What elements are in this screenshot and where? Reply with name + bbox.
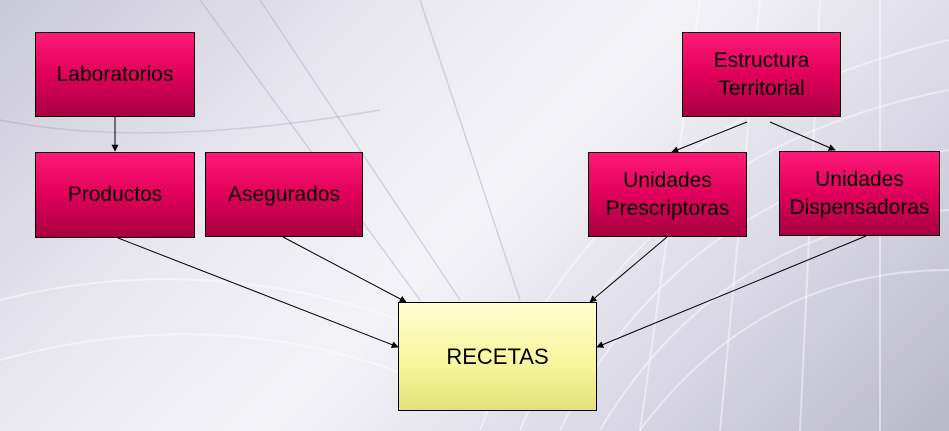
node-unidades-prescriptoras: Unidades Prescriptoras bbox=[588, 152, 747, 237]
node-productos: Productos bbox=[35, 152, 195, 238]
node-unidades-dispensadoras: Unidades Dispensadoras bbox=[779, 151, 940, 236]
node-estructura-territorial: Estructura Territorial bbox=[682, 32, 841, 117]
node-laboratorios: Laboratorios bbox=[35, 32, 195, 117]
node-asegurados: Asegurados bbox=[205, 152, 363, 237]
node-recetas: RECETAS bbox=[398, 302, 597, 411]
